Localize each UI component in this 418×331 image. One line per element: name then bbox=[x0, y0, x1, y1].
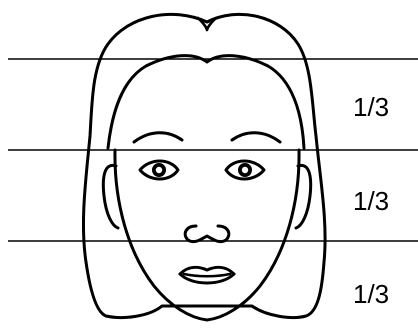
nose bbox=[185, 226, 229, 242]
mouth bbox=[180, 267, 234, 283]
right-eye bbox=[226, 161, 264, 179]
hairline bbox=[108, 56, 304, 148]
lower-third-label: 1/3 bbox=[353, 279, 389, 309]
right-eyebrow bbox=[232, 133, 280, 142]
left-eye bbox=[140, 161, 178, 179]
upper-third-label: 1/3 bbox=[353, 92, 389, 122]
hair-part-line bbox=[198, 18, 216, 30]
left-eyebrow bbox=[134, 133, 182, 142]
middle-third-label: 1/3 bbox=[353, 186, 389, 216]
